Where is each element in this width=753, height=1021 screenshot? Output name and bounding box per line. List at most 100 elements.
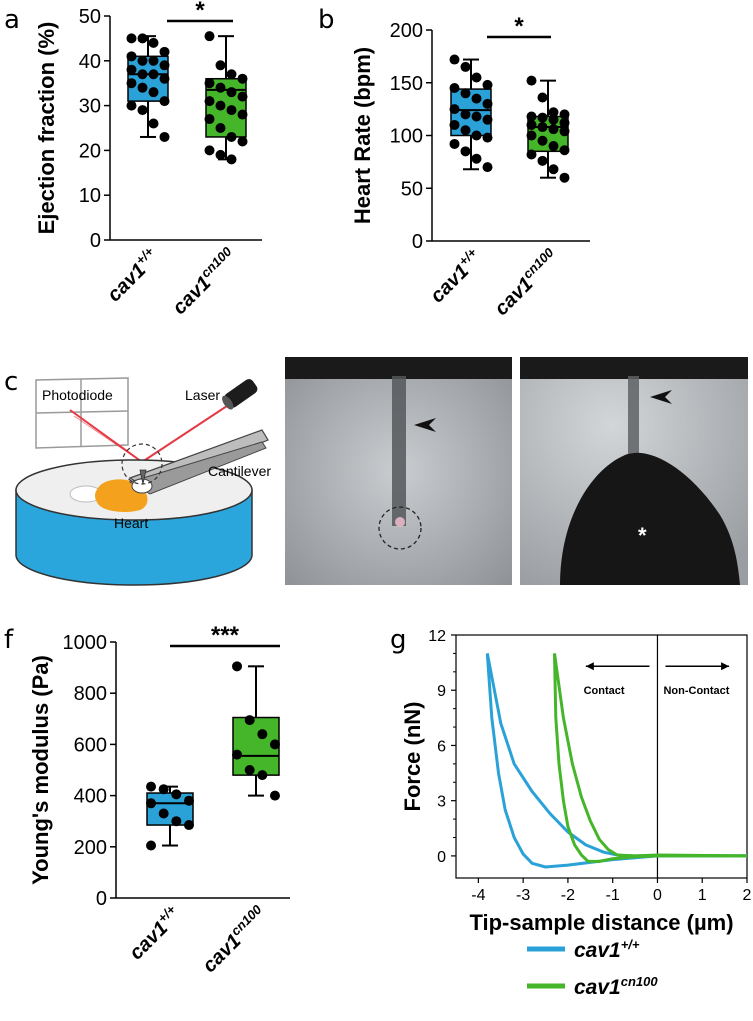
data-point	[482, 132, 493, 143]
data-point	[226, 69, 237, 80]
data-point	[137, 33, 148, 44]
data-point	[257, 729, 268, 740]
series-line-approach	[485, 653, 747, 858]
data-point	[226, 131, 237, 142]
y-tick-label: 9	[437, 683, 446, 700]
arrowhead-icon	[414, 418, 436, 432]
y-tick-label: 50	[79, 6, 101, 28]
category-label: cav1cn100	[196, 901, 272, 977]
data-point	[204, 31, 215, 42]
panel-label-f: f	[4, 625, 14, 655]
data-point	[471, 111, 482, 122]
data-point	[146, 798, 157, 809]
data-point	[548, 141, 559, 152]
data-point	[460, 109, 471, 120]
y-tick-label: 50	[401, 178, 423, 200]
data-point	[237, 136, 248, 147]
contact-label: Contact	[584, 685, 625, 697]
y-tick-label: 20	[79, 140, 101, 162]
y-axis-label: Force (nN)	[400, 702, 425, 812]
data-point	[148, 87, 159, 98]
y-axis-label: Ejection fraction (%)	[34, 22, 59, 235]
data-point	[526, 111, 537, 122]
data-point	[137, 55, 148, 66]
y-tick-label: 40	[79, 51, 101, 73]
data-point	[183, 795, 194, 806]
panel-label-b: b	[318, 5, 335, 35]
data-point	[237, 91, 248, 102]
significance-label: *	[195, 0, 205, 24]
data-point	[146, 781, 157, 792]
data-point	[148, 69, 159, 80]
data-point	[482, 114, 493, 125]
x-tick-label: -4	[471, 887, 485, 904]
data-point	[269, 790, 280, 801]
data-point	[559, 109, 570, 120]
data-point	[215, 149, 226, 160]
y-tick-label: 400	[74, 786, 107, 808]
y-tick-label: 6	[437, 738, 446, 755]
contact-arrowhead	[585, 662, 594, 671]
data-point	[215, 100, 226, 111]
data-point	[559, 126, 570, 137]
data-point	[460, 61, 471, 72]
y-tick-label: 10	[79, 185, 101, 207]
data-point	[482, 162, 493, 173]
data-point	[126, 100, 137, 111]
category-label: cav1cn100	[488, 244, 564, 320]
y-tick-label: 12	[428, 628, 446, 645]
panel-label-g: g	[390, 625, 407, 655]
data-point	[204, 145, 215, 156]
incident-beam	[141, 403, 231, 463]
data-point	[471, 93, 482, 104]
x-tick-label: -1	[606, 887, 620, 904]
cantilever-label: Cantilever	[208, 463, 271, 479]
data-point	[548, 114, 559, 125]
data-point	[482, 79, 493, 90]
data-point	[449, 119, 460, 130]
micrograph-e: *	[520, 357, 748, 585]
data-point	[183, 820, 194, 831]
category-label: cav1+/+	[424, 245, 487, 308]
noncontact-label: Non-Contact	[663, 685, 729, 697]
category-label: cav1cn100	[166, 243, 242, 319]
y-tick-label: 3	[437, 794, 446, 811]
data-point	[215, 60, 226, 71]
data-point	[449, 104, 460, 115]
data-point	[159, 96, 170, 107]
data-point	[237, 109, 248, 120]
x-tick-label: -2	[561, 887, 575, 904]
category-label: cav1+/+	[123, 902, 186, 965]
laser-label: Laser	[185, 387, 220, 403]
x-tick-label: 0	[653, 887, 662, 904]
photodiode-grid	[35, 377, 129, 449]
data-point	[137, 105, 148, 116]
data-point	[537, 155, 548, 166]
data-point	[548, 124, 559, 135]
data-point	[460, 88, 471, 99]
data-point	[548, 107, 559, 118]
data-point	[244, 765, 255, 775]
data-point	[449, 83, 460, 94]
data-point	[126, 64, 137, 75]
data-point	[257, 770, 268, 781]
data-point	[159, 60, 170, 71]
y-tick-label: 30	[79, 96, 101, 118]
x-tick-label: -3	[516, 887, 530, 904]
afm-diagram: Photodiode Laser Heart Cantilever	[15, 377, 271, 586]
data-point	[471, 130, 482, 141]
data-point	[171, 816, 182, 827]
data-point	[526, 119, 537, 130]
y-tick-label: 600	[74, 734, 107, 756]
x-axis-label: Tip-sample distance (µm)	[469, 910, 733, 935]
data-point	[244, 715, 255, 726]
data-point	[126, 78, 137, 89]
y-tick-label: 0	[96, 888, 107, 910]
micrograph-d	[285, 357, 512, 585]
data-point	[269, 739, 280, 750]
data-point	[548, 164, 559, 175]
data-point	[215, 123, 226, 133]
